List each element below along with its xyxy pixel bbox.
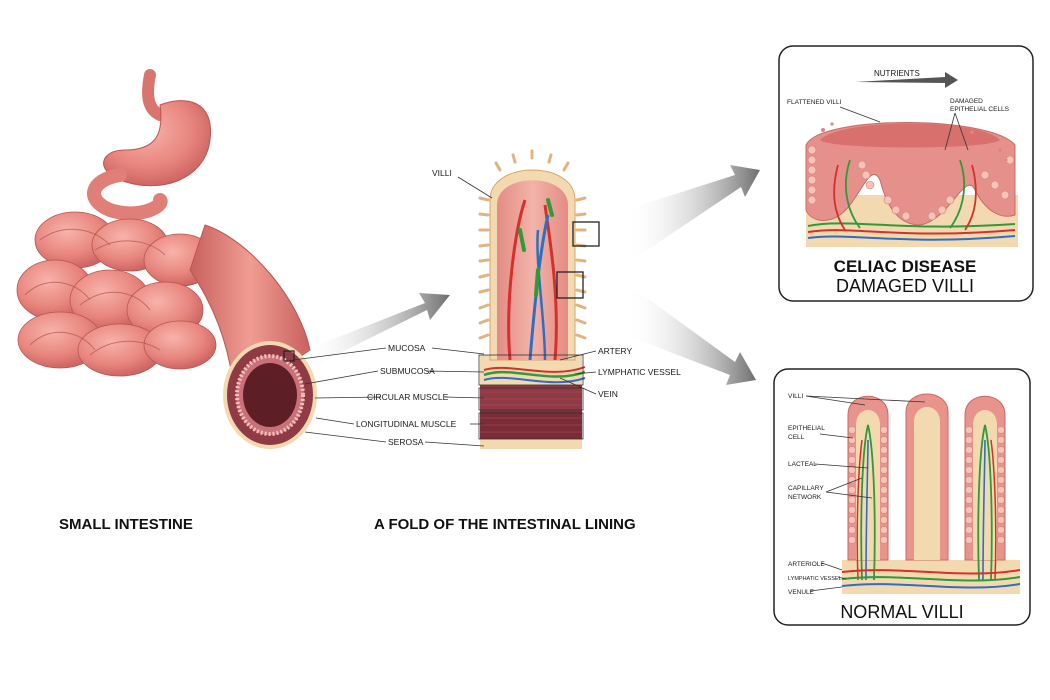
fold-leader-lines [424, 176, 597, 447]
label-circular-muscle: CIRCULAR MUSCLE [367, 392, 449, 402]
label-damaged-line1: DAMAGED [950, 98, 983, 105]
intestine-cross-section [223, 341, 317, 449]
caption-intestinal-fold: A FOLD OF THE INTESTINAL LINING [374, 516, 636, 533]
normal-villi-panel [773, 368, 1031, 626]
arrow-to-fold [300, 293, 450, 370]
nutrients-arrow [855, 72, 958, 88]
intestinal-fold-illustration [478, 149, 600, 449]
label-artery: ARTERY [598, 346, 633, 356]
label-lymphatic-vessel: LYMPHATIC VESSEL [598, 367, 681, 377]
label-epithelial-line2: CELL [788, 434, 805, 441]
label-normal-villi: VILLI [788, 393, 803, 400]
label-vein: VEIN [598, 389, 618, 399]
cross-section-leader-lines [292, 347, 387, 443]
label-normal-lymphatic: LYMPHATIC VESSEL [788, 576, 842, 582]
label-mucosa: MUCOSA [388, 343, 426, 353]
arrow-to-celiac-panel [625, 165, 760, 265]
damaged-villi-title: DAMAGED VILLI [836, 276, 974, 296]
caption-small-intestine: SMALL INTESTINE [59, 516, 193, 533]
small-intestine-illustration [16, 69, 317, 449]
label-epithelial-line1: EPITHELIAL [788, 425, 825, 432]
label-damaged-line2: EPITHELIAL CELLS [950, 106, 1010, 113]
normal-villi-title: NORMAL VILLI [840, 602, 963, 622]
label-villi: VILLI [432, 168, 452, 178]
label-venule: VENULE [788, 589, 815, 596]
label-capillary-line1: CAPILLARY [788, 485, 824, 492]
celiac-title: CELIAC DISEASE [834, 257, 977, 276]
label-submucosa: SUBMUCOSA [380, 366, 435, 376]
label-arteriole: ARTERIOLE [788, 561, 825, 568]
label-serosa: SEROSA [388, 437, 424, 447]
arrow-to-normal-panel [625, 282, 756, 385]
celiac-disease-panel [778, 45, 1034, 302]
label-nutrients: NUTRIENTS [874, 69, 920, 78]
label-lacteal: LACTEAL [788, 461, 817, 468]
label-longitudinal-muscle: LONGITUDINAL MUSCLE [356, 419, 457, 429]
label-capillary-line2: NETWORK [788, 494, 822, 501]
label-flattened-villi: FLATTENED VILLI [787, 99, 842, 106]
